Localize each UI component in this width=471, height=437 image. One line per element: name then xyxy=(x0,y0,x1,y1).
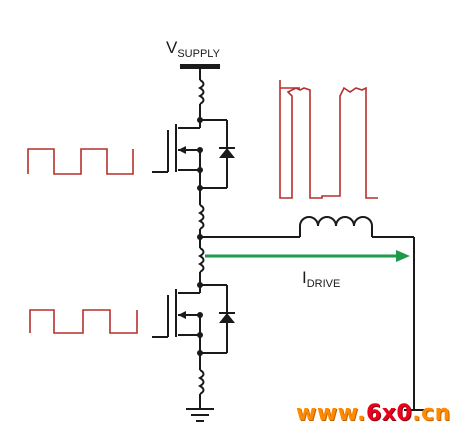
watermark-prefix: www. xyxy=(296,401,366,426)
idrive-subscript: DRIVE xyxy=(306,278,341,290)
junction-dot xyxy=(197,147,203,153)
vsupply-symbol: V xyxy=(166,38,178,57)
switch-node-waveform xyxy=(279,80,378,199)
inductor-mid-icon xyxy=(197,204,205,230)
watermark-suffix: .cn xyxy=(412,401,451,426)
mosfet-top-arrow xyxy=(178,146,186,154)
idrive-label: IDRIVE xyxy=(302,268,341,290)
junction-dot xyxy=(197,332,203,338)
inductor-bottom-icon xyxy=(197,369,205,395)
junction-dot xyxy=(197,312,203,318)
supply-rail xyxy=(180,64,220,69)
vsupply-subscript: SUPPLY xyxy=(177,48,220,60)
idrive-arrowhead xyxy=(396,250,410,262)
junction-dot xyxy=(197,167,203,173)
watermark: www.6x0.cn xyxy=(296,401,451,426)
load-inductor-icon xyxy=(299,216,373,227)
ground-icon xyxy=(186,408,214,422)
gate-waveform-top xyxy=(27,148,134,175)
vsupply-label: VSUPPLY xyxy=(166,38,220,60)
diode-top-triangle xyxy=(219,148,235,158)
inductor-top-icon xyxy=(197,79,205,105)
mosfet-bottom-icon xyxy=(152,285,201,353)
mosfet-bottom-arrow xyxy=(178,311,186,319)
inductor-lower-icon xyxy=(197,247,205,273)
watermark-highlight: 6x0 xyxy=(365,401,413,426)
mosfet-top-icon xyxy=(152,120,201,188)
gate-waveform-bottom xyxy=(29,309,138,334)
diode-bottom-triangle xyxy=(219,313,235,323)
idrive-symbol: I xyxy=(302,268,307,287)
